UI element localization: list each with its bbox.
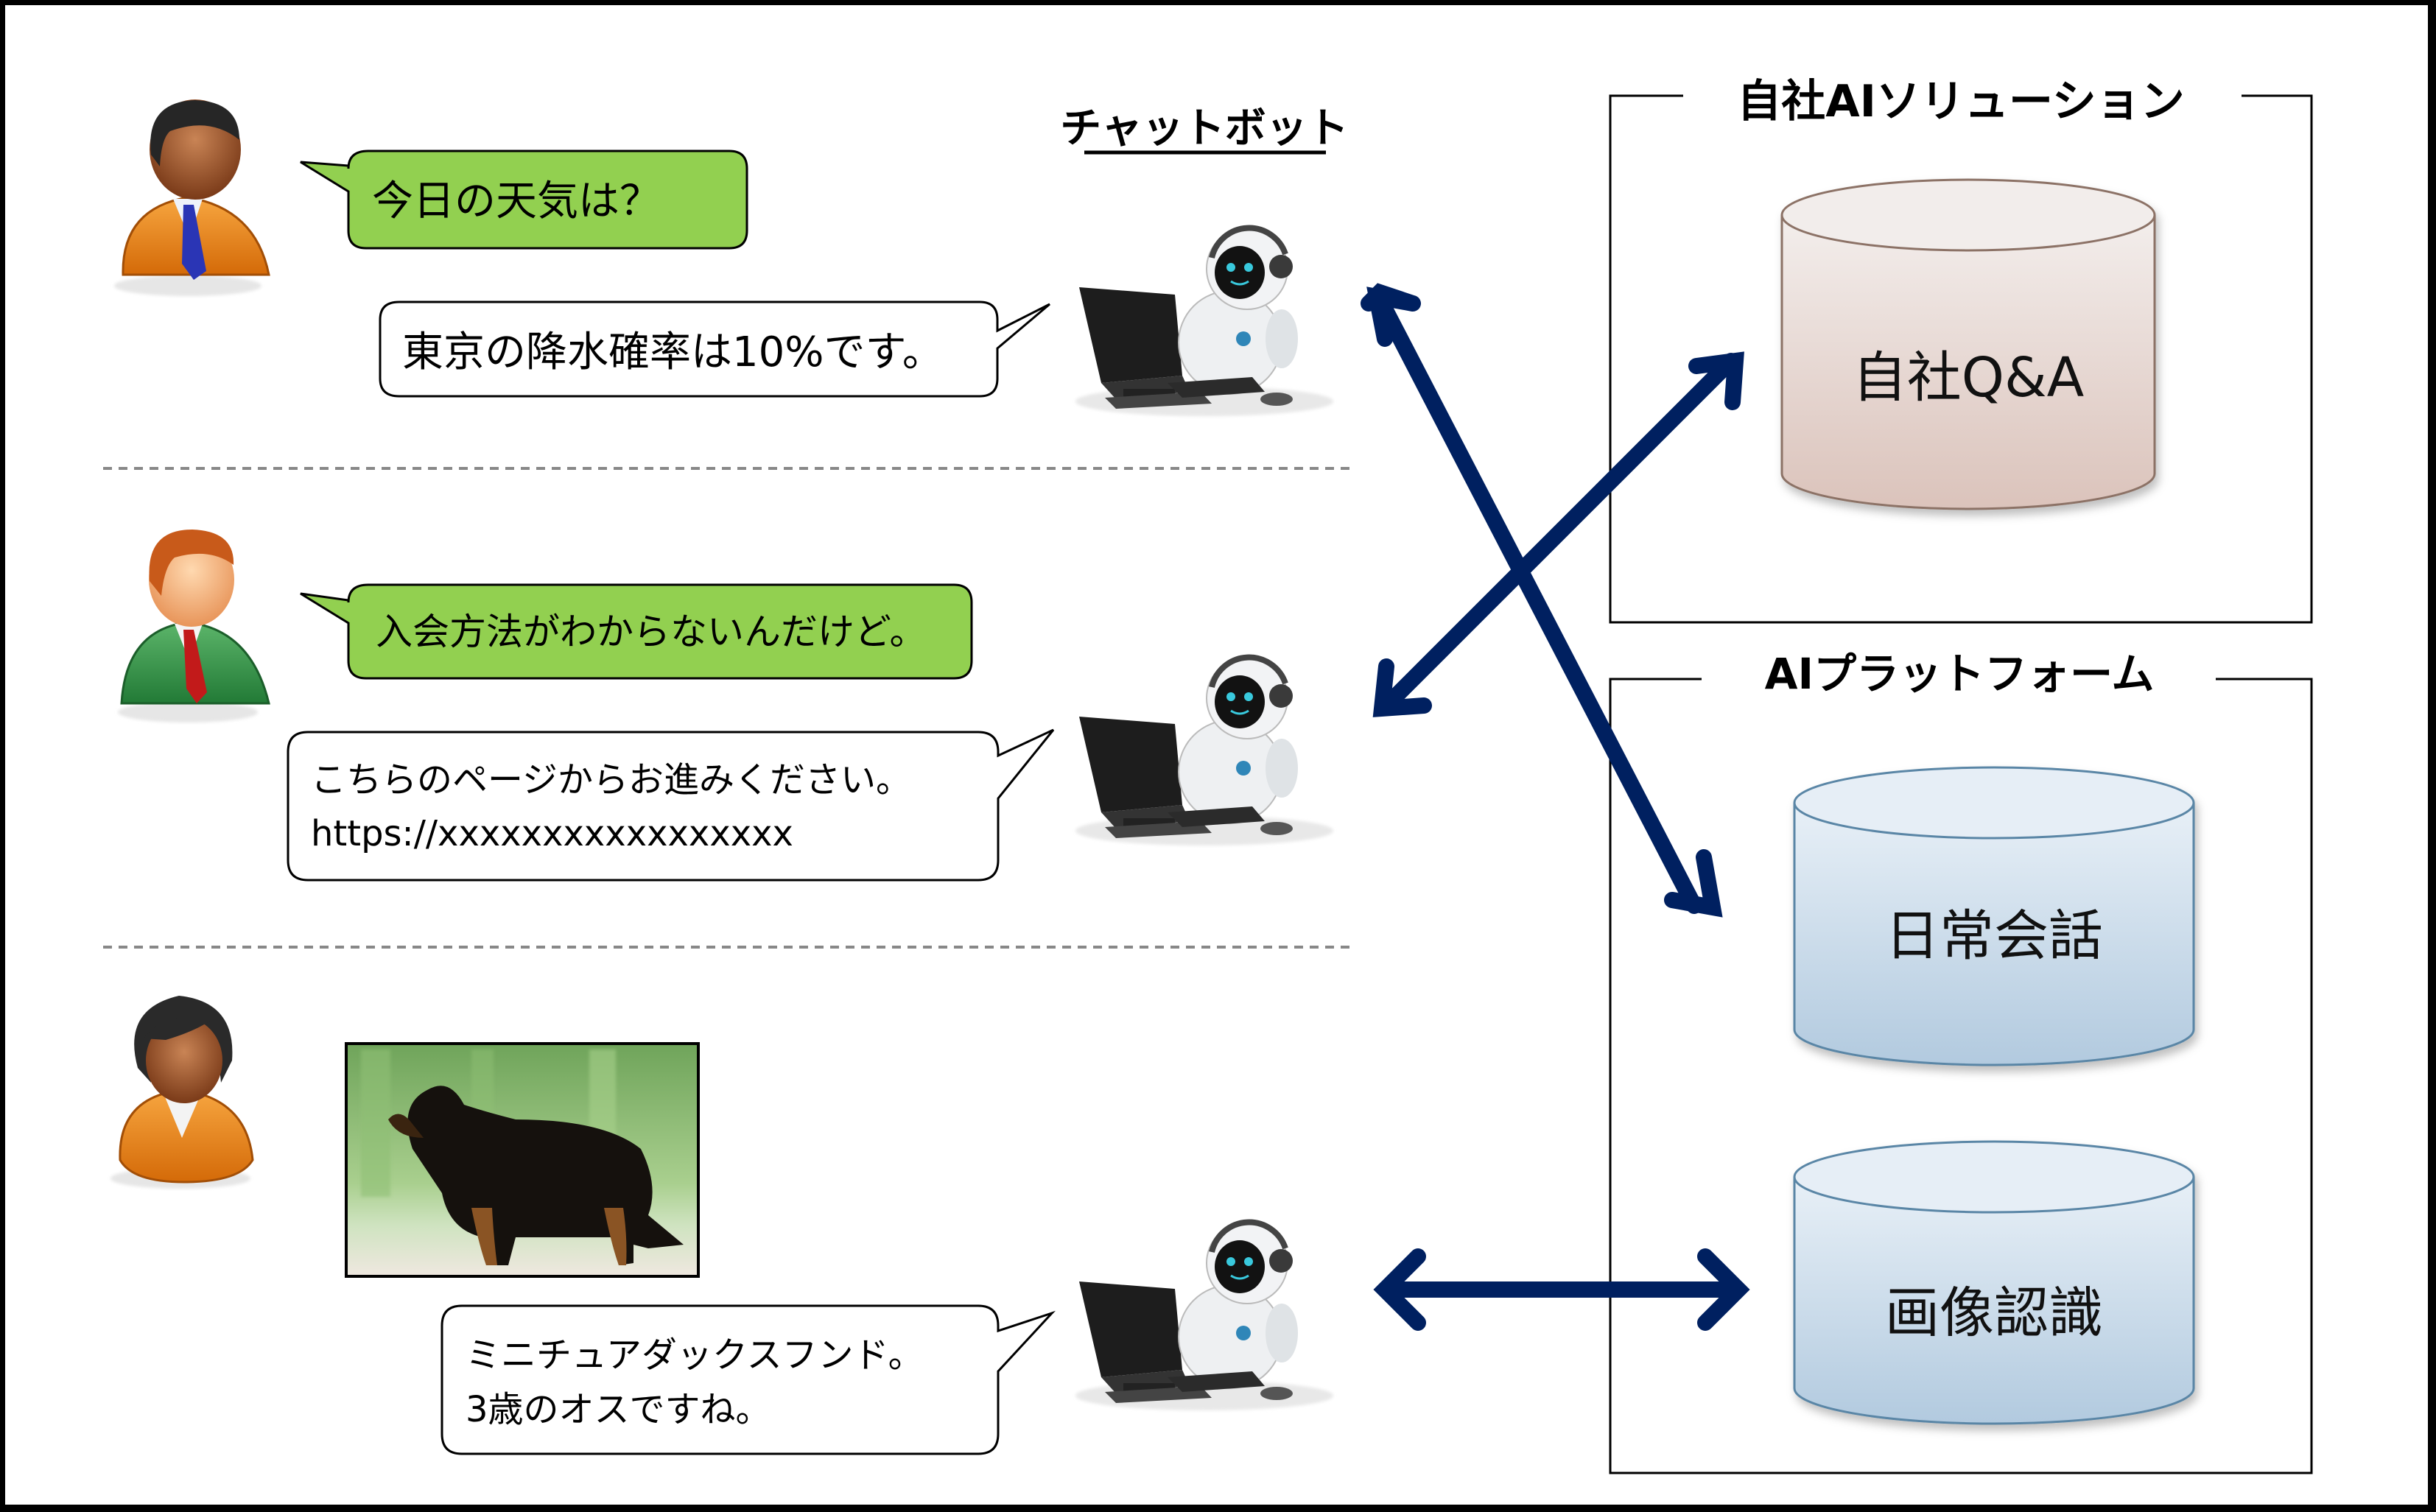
- arrow-head-icon: [1664, 849, 1723, 918]
- dachshund-photo[interactable]: [345, 1042, 700, 1278]
- arrow-head-icon: [1688, 351, 1744, 410]
- group-title: 自社AIソリューション: [1737, 76, 2185, 127]
- bot-message-text: 東京の降水確率は10%です。: [402, 328, 944, 376]
- bot-message-bubble: [287, 728, 1055, 882]
- arrow-head-icon: [1366, 286, 1421, 347]
- robot-at-computer-icon: [1075, 225, 1333, 416]
- chatbot-label: チャットボット: [1060, 105, 1348, 152]
- bot-message-link[interactable]: https://xxxxxxxxxxxxxxxxx: [311, 813, 793, 854]
- bot-message-bubble: [440, 1304, 1056, 1455]
- database-label: 日常会話: [1885, 904, 2103, 968]
- database-label: 自社Q&A: [1853, 346, 2085, 409]
- bidirectional-arrow-chatbot2-own-qa: [1377, 353, 1739, 715]
- database-own-qa[interactable]: [1780, 178, 2156, 510]
- group-own-solution: 自社AIソリューション: [1609, 76, 2313, 624]
- bot-message-bubble: [379, 300, 1050, 398]
- bot-message-text: ミニチュアダックスフンド。: [466, 1335, 924, 1376]
- user-message-text: 今日の天気は？: [372, 177, 661, 225]
- user-message-text: 入会方法がわからないんだけど。: [376, 611, 927, 653]
- user-message-bubble: [300, 150, 748, 250]
- database-image-recognition[interactable]: [1793, 1140, 2195, 1425]
- arrow-head-icon: [1697, 1248, 1750, 1331]
- bot-message-text: 3歳のオスですね。: [466, 1389, 771, 1430]
- user-avatar: [114, 99, 270, 296]
- bot-message-text: こちらのページからお進みください。: [311, 759, 911, 801]
- bidirectional-arrow-chatbot1-daily-conversation: [1369, 286, 1702, 914]
- user-message-bubble: [300, 583, 973, 680]
- group-title: AIプラットフォーム: [1765, 649, 2155, 699]
- arrow-head-icon: [1372, 658, 1432, 717]
- arrow-head-icon: [1373, 1248, 1426, 1331]
- database-label: 画像認識: [1885, 1281, 2103, 1345]
- group-frame: [1609, 678, 2313, 1474]
- group-frame: [1609, 94, 2313, 624]
- database-daily-conversation[interactable]: [1793, 766, 2195, 1066]
- group-ai-platform: AIプラットフォーム: [1609, 649, 2313, 1474]
- user-avatar: [110, 996, 254, 1189]
- user-avatar: [118, 530, 270, 722]
